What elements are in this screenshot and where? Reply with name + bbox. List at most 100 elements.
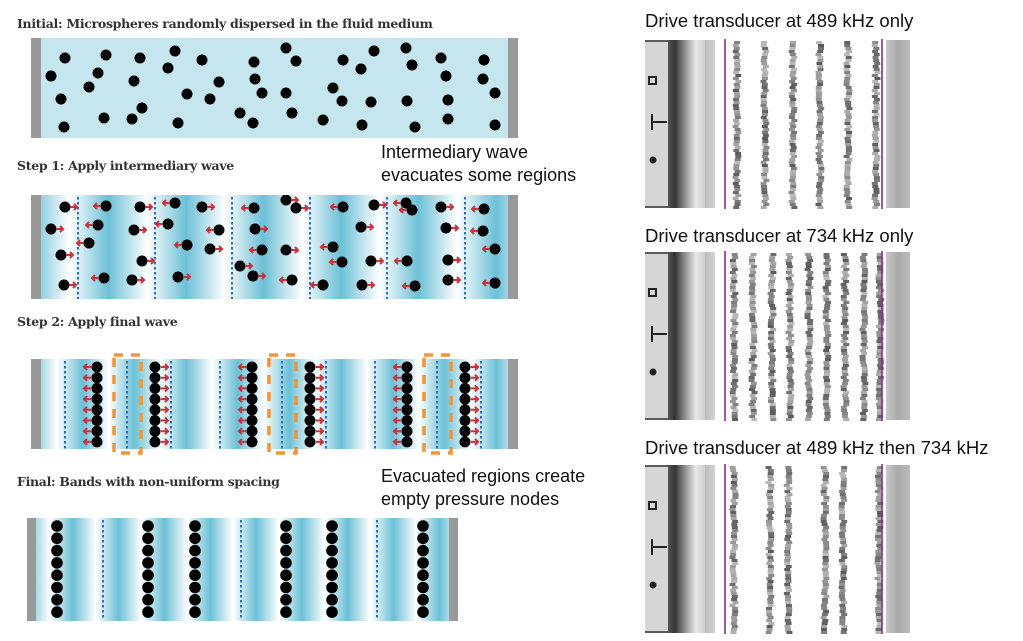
particle-band	[768, 316, 775, 319]
microsphere	[401, 382, 413, 394]
particle-band	[876, 586, 883, 589]
particle-band	[730, 511, 737, 514]
pressure-node-dot	[376, 535, 378, 538]
pressure-node-dot	[325, 406, 327, 409]
particle-band	[732, 316, 739, 319]
pressure-node-dot	[309, 272, 311, 275]
microsphere	[304, 436, 316, 448]
particle-band	[877, 487, 884, 490]
particle-band	[860, 331, 867, 334]
particle-band	[729, 259, 736, 262]
particle-band	[805, 409, 812, 412]
microsphere	[280, 557, 292, 569]
pressure-node-dot	[281, 391, 283, 394]
micrograph-title-734: Drive transducer at 734 kHz only	[645, 225, 914, 246]
particle-band	[730, 475, 737, 478]
particle-band	[820, 604, 827, 607]
particle-band	[873, 164, 880, 167]
particle-band	[766, 607, 773, 610]
particle-band	[768, 361, 775, 364]
particle-band	[839, 583, 846, 586]
particle-band	[816, 185, 823, 188]
channel-final-svg	[27, 518, 458, 621]
particle-band	[845, 113, 852, 116]
particle-band	[817, 119, 824, 122]
particle-band	[817, 59, 824, 62]
particle-band	[821, 622, 828, 625]
particle-band	[841, 316, 848, 319]
particle-band	[735, 131, 742, 134]
pressure-node-dot	[281, 421, 283, 424]
particle-band	[789, 101, 796, 104]
pressure-node-dot	[240, 545, 242, 548]
pressure-node-dot	[231, 287, 233, 290]
particle-band	[785, 580, 792, 583]
particle-band	[785, 469, 792, 472]
pressure-node-dot	[325, 401, 327, 404]
step-title-step2: Step 2: Apply final wave	[17, 314, 178, 329]
particle-band	[876, 544, 883, 547]
particle-band	[790, 89, 797, 92]
particle-band	[749, 262, 756, 265]
pressure-node-dot	[309, 197, 311, 200]
particle-band	[844, 119, 851, 122]
particle-band	[786, 373, 793, 376]
particle-band	[861, 400, 868, 403]
pressure-node-dot	[240, 565, 242, 568]
particle-band	[877, 361, 884, 364]
particle-band	[768, 400, 775, 403]
particle-band	[875, 550, 882, 553]
particle-band	[823, 289, 830, 292]
particle-band	[872, 50, 879, 53]
particle-band	[815, 137, 822, 140]
pressure-node-dot	[102, 545, 104, 548]
particle-band	[730, 349, 737, 352]
pressure-node-dot	[231, 212, 233, 215]
particle-band	[846, 149, 853, 152]
particle-band	[817, 83, 824, 86]
pressure-node-dot	[386, 222, 388, 225]
pressure-node-dot	[309, 212, 311, 215]
particle-band	[875, 508, 882, 511]
particle-band	[841, 352, 848, 355]
particle-band	[845, 74, 852, 77]
particle-band	[838, 592, 845, 595]
particle-band	[876, 625, 883, 628]
particle-band	[730, 388, 737, 391]
force-arrow	[237, 384, 246, 393]
particle-band	[733, 134, 740, 137]
microsphere	[478, 54, 490, 66]
particle-band	[843, 328, 850, 331]
particle-band	[844, 179, 851, 182]
particle-band	[768, 385, 775, 388]
particle-band	[786, 472, 793, 475]
particle-band	[784, 568, 791, 571]
pressure-node-dot	[464, 212, 466, 215]
pressure-node-dot	[219, 441, 221, 444]
microsphere	[51, 544, 63, 557]
particle-band	[821, 538, 828, 541]
particle-band	[823, 376, 830, 379]
pressure-node-dot	[281, 381, 283, 384]
particle-band	[872, 116, 879, 119]
particle-band	[729, 286, 736, 289]
particle-band	[731, 619, 738, 622]
channel-wall-left	[31, 195, 41, 299]
microsphere	[59, 201, 71, 213]
particle-band	[730, 517, 737, 520]
particle-band	[769, 406, 776, 409]
pressure-node-dot	[102, 580, 104, 583]
microsphere	[149, 425, 161, 437]
pressure-node-dot	[126, 446, 128, 449]
particle-band	[785, 262, 792, 265]
particle-band	[843, 80, 850, 83]
microsphere	[406, 59, 418, 71]
microsphere	[189, 594, 201, 606]
particle-band	[769, 358, 776, 361]
particle-band	[873, 98, 880, 101]
particle-band	[873, 107, 880, 110]
square-marker-icon	[648, 288, 657, 297]
microsphere	[459, 404, 471, 416]
pressure-node-dot	[154, 252, 156, 255]
force-arrow	[139, 226, 148, 234]
